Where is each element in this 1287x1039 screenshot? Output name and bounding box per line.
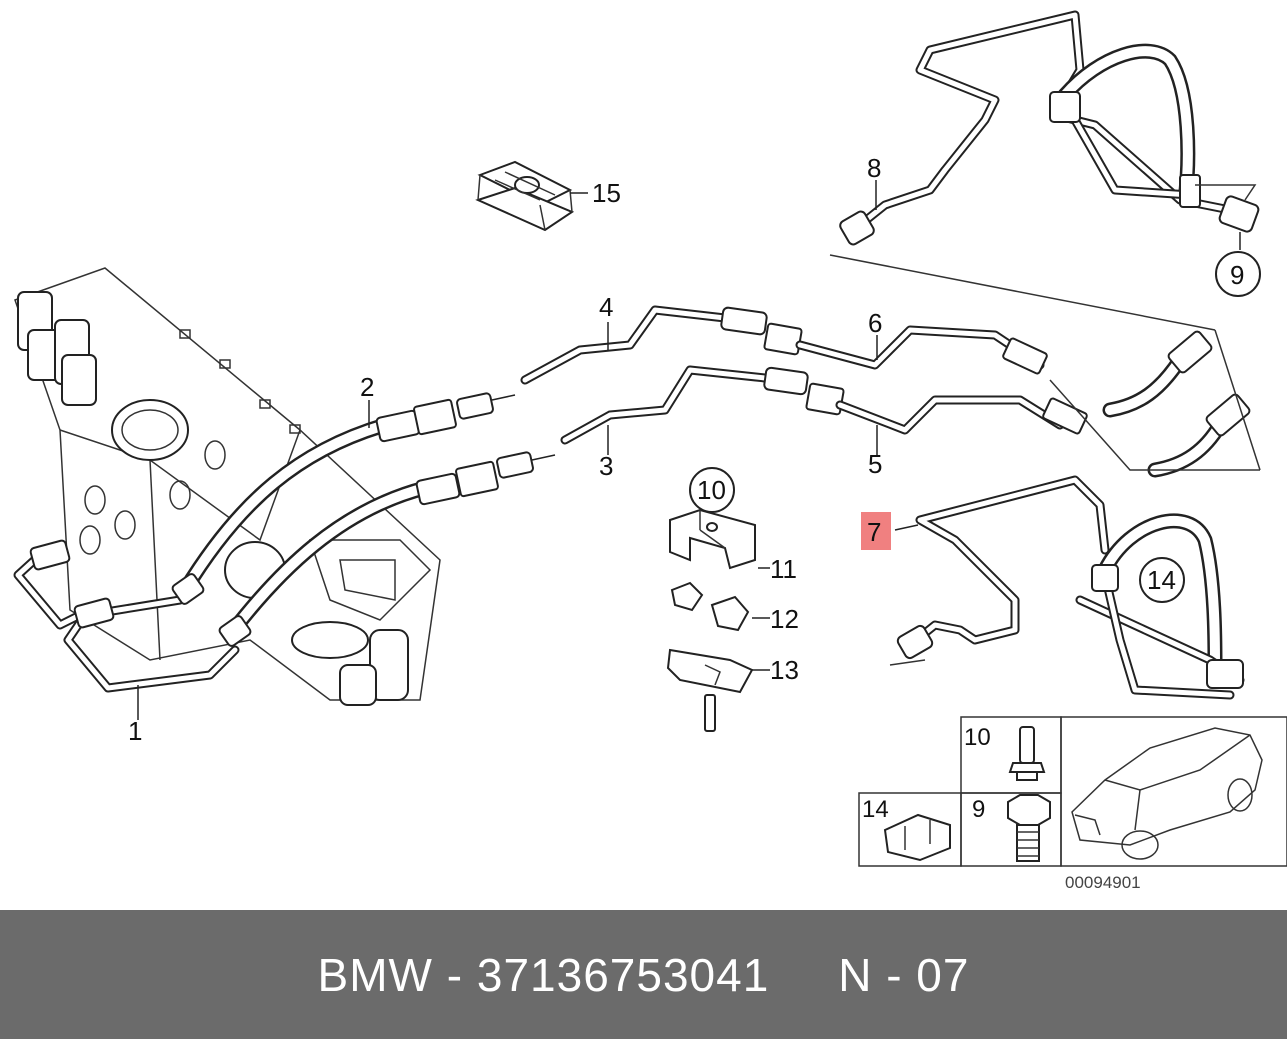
label-part-9: 9: [1230, 260, 1244, 290]
inset-table: 10 9 14 00094901: [858, 716, 1287, 892]
label-part-1: 1: [128, 716, 142, 746]
label-part-8: 8: [867, 153, 881, 183]
pipes-4-3-center: [520, 305, 845, 445]
pipes-6-5-right: [795, 325, 1261, 478]
label-part-10: 10: [697, 475, 726, 505]
label-part-5: 5: [868, 449, 882, 479]
part-15-grommet: [475, 160, 575, 232]
footer-separator: -: [446, 948, 464, 1001]
footer-part-number: 37136753041: [476, 948, 770, 1001]
label-part-3: 3: [599, 451, 613, 481]
label-part-4: 4: [599, 292, 613, 322]
callout-labels: 1 2 3 4 5 6 7 8 9 10 11 12 13 14 15: [128, 153, 1261, 746]
inset-label-9: 9: [972, 796, 985, 823]
pipes-8-9-top: [829, 10, 1260, 331]
bolt-10-icon: [1008, 726, 1046, 781]
drawing-number: 00094901: [1065, 873, 1141, 892]
circle-part-9: [1215, 251, 1261, 297]
part-footer-bar: BMW - 37136753041 N - 07: [0, 910, 1287, 1039]
label-part-2: 2: [360, 372, 374, 402]
circle-part-14: [1139, 557, 1185, 603]
label-part-6: 6: [868, 308, 882, 338]
label-part-12: 12: [770, 604, 799, 634]
label-part-7[interactable]: 7: [867, 517, 881, 547]
leader-lines: [137, 180, 1241, 720]
label-part-13: 13: [770, 655, 799, 685]
label-part-11: 11: [770, 554, 797, 584]
footer-text: BMW - 37136753041 N - 07: [318, 948, 970, 1002]
engine-block-illustration: [14, 267, 441, 706]
inset-label-14: 14: [862, 796, 889, 823]
parts-10-13-clips: [666, 508, 756, 732]
footer-brand: BMW: [317, 948, 433, 1001]
highlight-part-7: [861, 512, 891, 550]
pipe-1: [13, 539, 240, 693]
hoses-2-3: [171, 392, 556, 647]
label-part-15: 15: [592, 178, 621, 208]
bolt-9-icon: [1007, 794, 1051, 862]
parts-diagram: 1 2 3 4 5 6 7 8 9 10 11 12 13 14 15 10 9…: [13, 10, 1287, 892]
pipes-7-14-right: [889, 475, 1245, 700]
footer-position-label: N - 07: [838, 948, 970, 1001]
circle-part-10: [689, 467, 735, 513]
clip-14-icon: [883, 813, 951, 862]
label-part-14: 14: [1147, 565, 1176, 595]
inset-label-10: 10: [964, 724, 991, 751]
car-silhouette-icon: [1071, 727, 1263, 860]
